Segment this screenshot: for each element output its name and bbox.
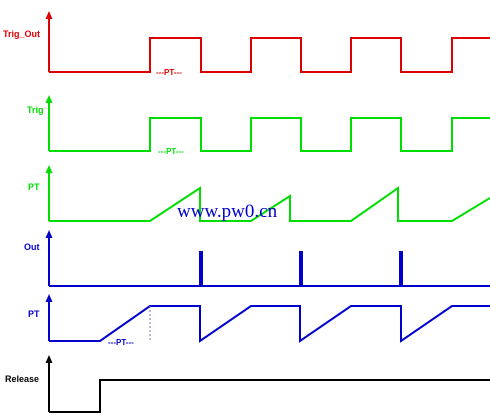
out-pulse bbox=[299, 251, 303, 286]
release-label: Release bbox=[5, 374, 39, 384]
trig-out-axis-arrow bbox=[45, 11, 53, 19]
out-signal: Out bbox=[24, 230, 490, 287]
pt-green-label: PT bbox=[28, 182, 40, 192]
out-pulse bbox=[199, 251, 203, 286]
release-waveform bbox=[49, 379, 490, 413]
trig-pt-annotation: ---PT--- bbox=[158, 147, 184, 156]
pt-blue-label: PT bbox=[28, 309, 40, 319]
out-axis-arrow bbox=[45, 230, 53, 238]
release-axis-arrow bbox=[45, 355, 53, 363]
trig-out-label: Trig_Out bbox=[3, 29, 40, 39]
pt-blue-signal: PT ---PT--- bbox=[28, 294, 490, 347]
release-signal: Release bbox=[5, 355, 490, 413]
trig-out-waveform bbox=[49, 37, 490, 73]
trig-waveform bbox=[49, 117, 490, 152]
pt-green-signal: PT bbox=[28, 165, 490, 222]
pt-green-axis-arrow bbox=[45, 165, 53, 173]
pt-blue-waveform bbox=[49, 305, 490, 343]
trig-axis-arrow bbox=[45, 95, 53, 103]
out-label: Out bbox=[24, 242, 40, 252]
trig-out-signal: Trig_Out ---PT--- bbox=[3, 11, 490, 77]
pt-blue-pt-annotation: ---PT--- bbox=[108, 338, 134, 347]
out-pulse bbox=[399, 251, 403, 286]
pt-green-waveform bbox=[49, 186, 490, 222]
trig-out-pt-annotation: ---PT--- bbox=[156, 68, 182, 77]
pt-blue-axis-arrow bbox=[45, 294, 53, 302]
trig-signal: Trig ---PT--- bbox=[27, 95, 490, 156]
watermark-text: www.pw0.cn bbox=[177, 201, 278, 222]
trig-label: Trig bbox=[27, 105, 44, 115]
